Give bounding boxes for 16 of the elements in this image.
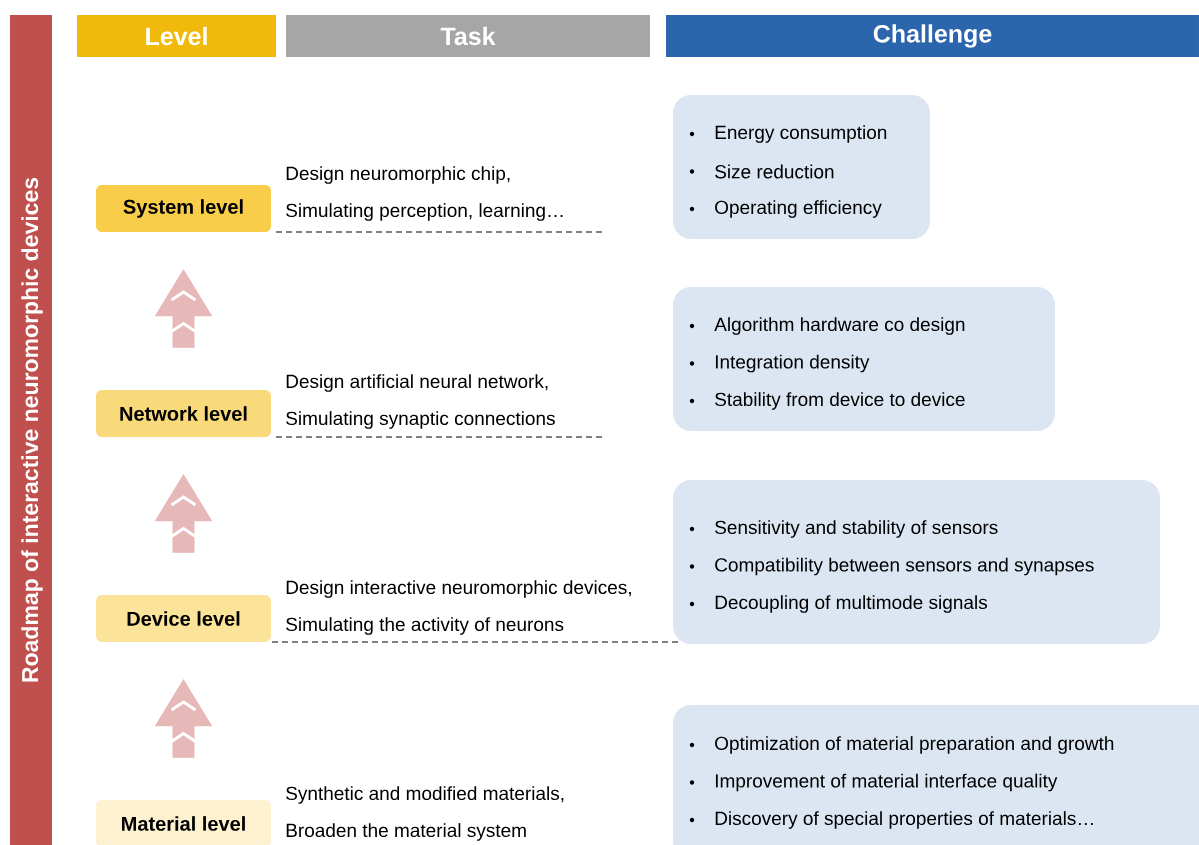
task-text: Design neuromorphic chip, [286, 166, 510, 184]
column-header: Task [286, 15, 650, 57]
level-box: Network level [96, 390, 271, 437]
challenge-box: Optimization of material preparation and growth Improvement of material interface quality Discovery of special properties of materials… [673, 705, 1199, 845]
task-text: Synthetic and modified materials, [286, 786, 564, 804]
challenge-box: Algorithm hardware co design Integration density Stability from device to device [673, 287, 1055, 431]
column-header: Level [77, 15, 276, 57]
level-box: Material level [96, 800, 271, 845]
task-text: Design artificial neural network, [286, 374, 548, 392]
level-box: System level [96, 185, 271, 232]
title-band: Roadmap of interactive neuromorphic devices [10, 15, 52, 845]
challenge-box: Energy consumption Size reduction Operating efficiency [673, 95, 930, 239]
column-header: Challenge [666, 15, 1199, 57]
level-box: Device level [96, 595, 271, 642]
task-text: Design interactive neuromorphic devices, [286, 580, 631, 598]
challenge-box: Sensitivity and stability of sensors Compatibility between sensors and synapses Decoupling of multimode signals [673, 480, 1160, 644]
